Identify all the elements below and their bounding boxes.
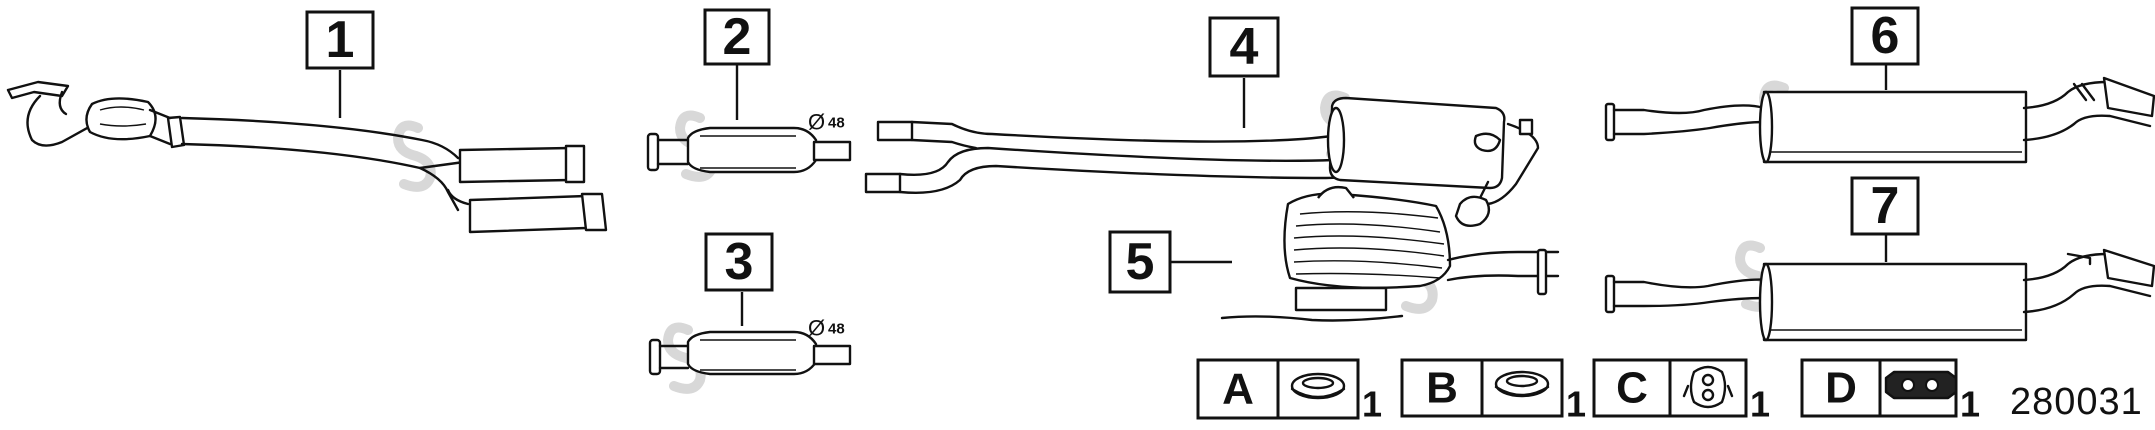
kit-d: D 1 [1800,358,1980,425]
part-number-6: 6 [1850,6,1920,66]
part-number-7: 7 [1850,176,1920,236]
part-number-1: 1 [305,10,375,70]
part-number-4: 4 [1208,16,1280,78]
kit-c-letter: C [1616,364,1648,413]
part-number-3-label: 3 [725,233,754,291]
part-2-catalytic-converter: Ø 48 [646,110,852,174]
diameter-symbol: Ø [808,316,825,341]
part-number-3: 3 [704,232,774,292]
part-number-7-label: 7 [1871,177,1900,235]
part-number-5: 5 [1108,230,1172,294]
kit-a: A 1 [1196,358,1382,425]
part-4-intermediate-muffler [864,96,1540,227]
diameter-symbol: Ø [808,110,825,135]
part-number-4-label: 4 [1230,18,1259,76]
rubber-hanger-icon [1682,365,1734,409]
part-number-2: 2 [703,8,771,66]
kit-d-letter: D [1825,364,1857,413]
kit-b-quantity: 1 [1566,384,1586,425]
kit-c: C 1 [1592,358,1770,425]
part-6-rear-muffler [1604,76,2155,164]
kit-b-letter: B [1426,364,1458,413]
part-number-5-label: 5 [1126,233,1155,291]
kit-b: B 1 [1400,358,1586,425]
watermark-logos [392,80,1802,394]
kit-a-letter: A [1222,365,1254,414]
kit-d-quantity: 1 [1960,384,1980,425]
ring-gasket-icon [1290,372,1346,400]
kit-c-quantity: 1 [1750,384,1770,425]
mounting-bracket-icon [1884,370,1958,400]
part-2-diameter-label: 48 [828,115,845,132]
part-number-6-label: 6 [1871,7,1900,65]
part-7-rear-muffler [1604,248,2155,342]
diagram-reference-number: 280031 [2010,381,2143,423]
part-number-2-label: 2 [723,8,752,66]
part-3-diameter-label: 48 [828,321,845,338]
part-1-front-pipe [6,80,608,234]
ring-gasket-icon [1494,370,1550,398]
leader-lines [338,64,1888,326]
kit-a-quantity: 1 [1362,384,1382,425]
part-5-silencer [1220,185,1560,322]
part-number-1-label: 1 [326,11,355,69]
part-3-catalytic-converter: Ø 48 [648,316,852,376]
